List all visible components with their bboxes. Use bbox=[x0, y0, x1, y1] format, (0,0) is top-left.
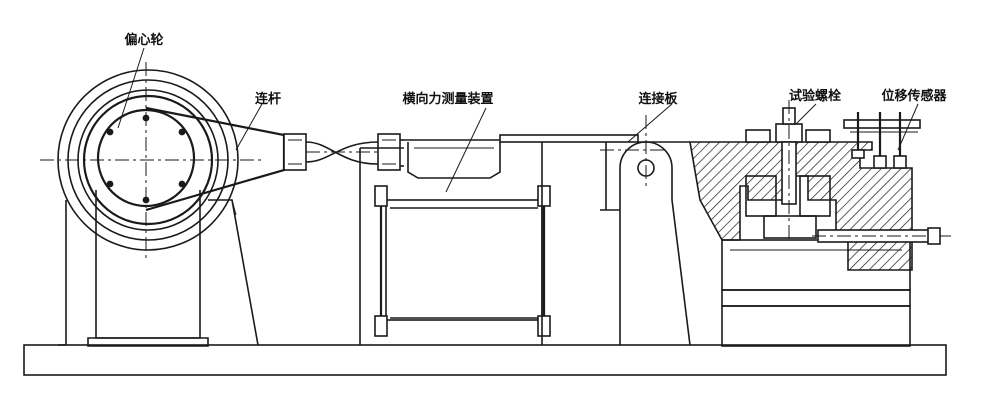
eccentric-wheel-assembly bbox=[40, 62, 262, 347]
label-connecting-rod: 连杆 bbox=[255, 91, 281, 107]
label-transverse-force-device: 横向力测量装置 bbox=[402, 91, 493, 107]
connecting-plate-support bbox=[600, 115, 691, 346]
label-test-bolt: 试验螺栓 bbox=[789, 88, 841, 104]
test-bolt-fixture bbox=[689, 100, 954, 347]
label-connecting-plate: 连接板 bbox=[638, 91, 678, 107]
displacement-sensor bbox=[843, 112, 921, 169]
leader-lines bbox=[117, 47, 919, 193]
base-plate bbox=[23, 344, 947, 376]
transverse-force-device bbox=[359, 134, 639, 345]
label-displacement-sensor: 位移传感器 bbox=[881, 88, 947, 104]
connecting-rod bbox=[145, 106, 404, 212]
label-eccentric-wheel: 偏心轮 bbox=[124, 32, 163, 48]
